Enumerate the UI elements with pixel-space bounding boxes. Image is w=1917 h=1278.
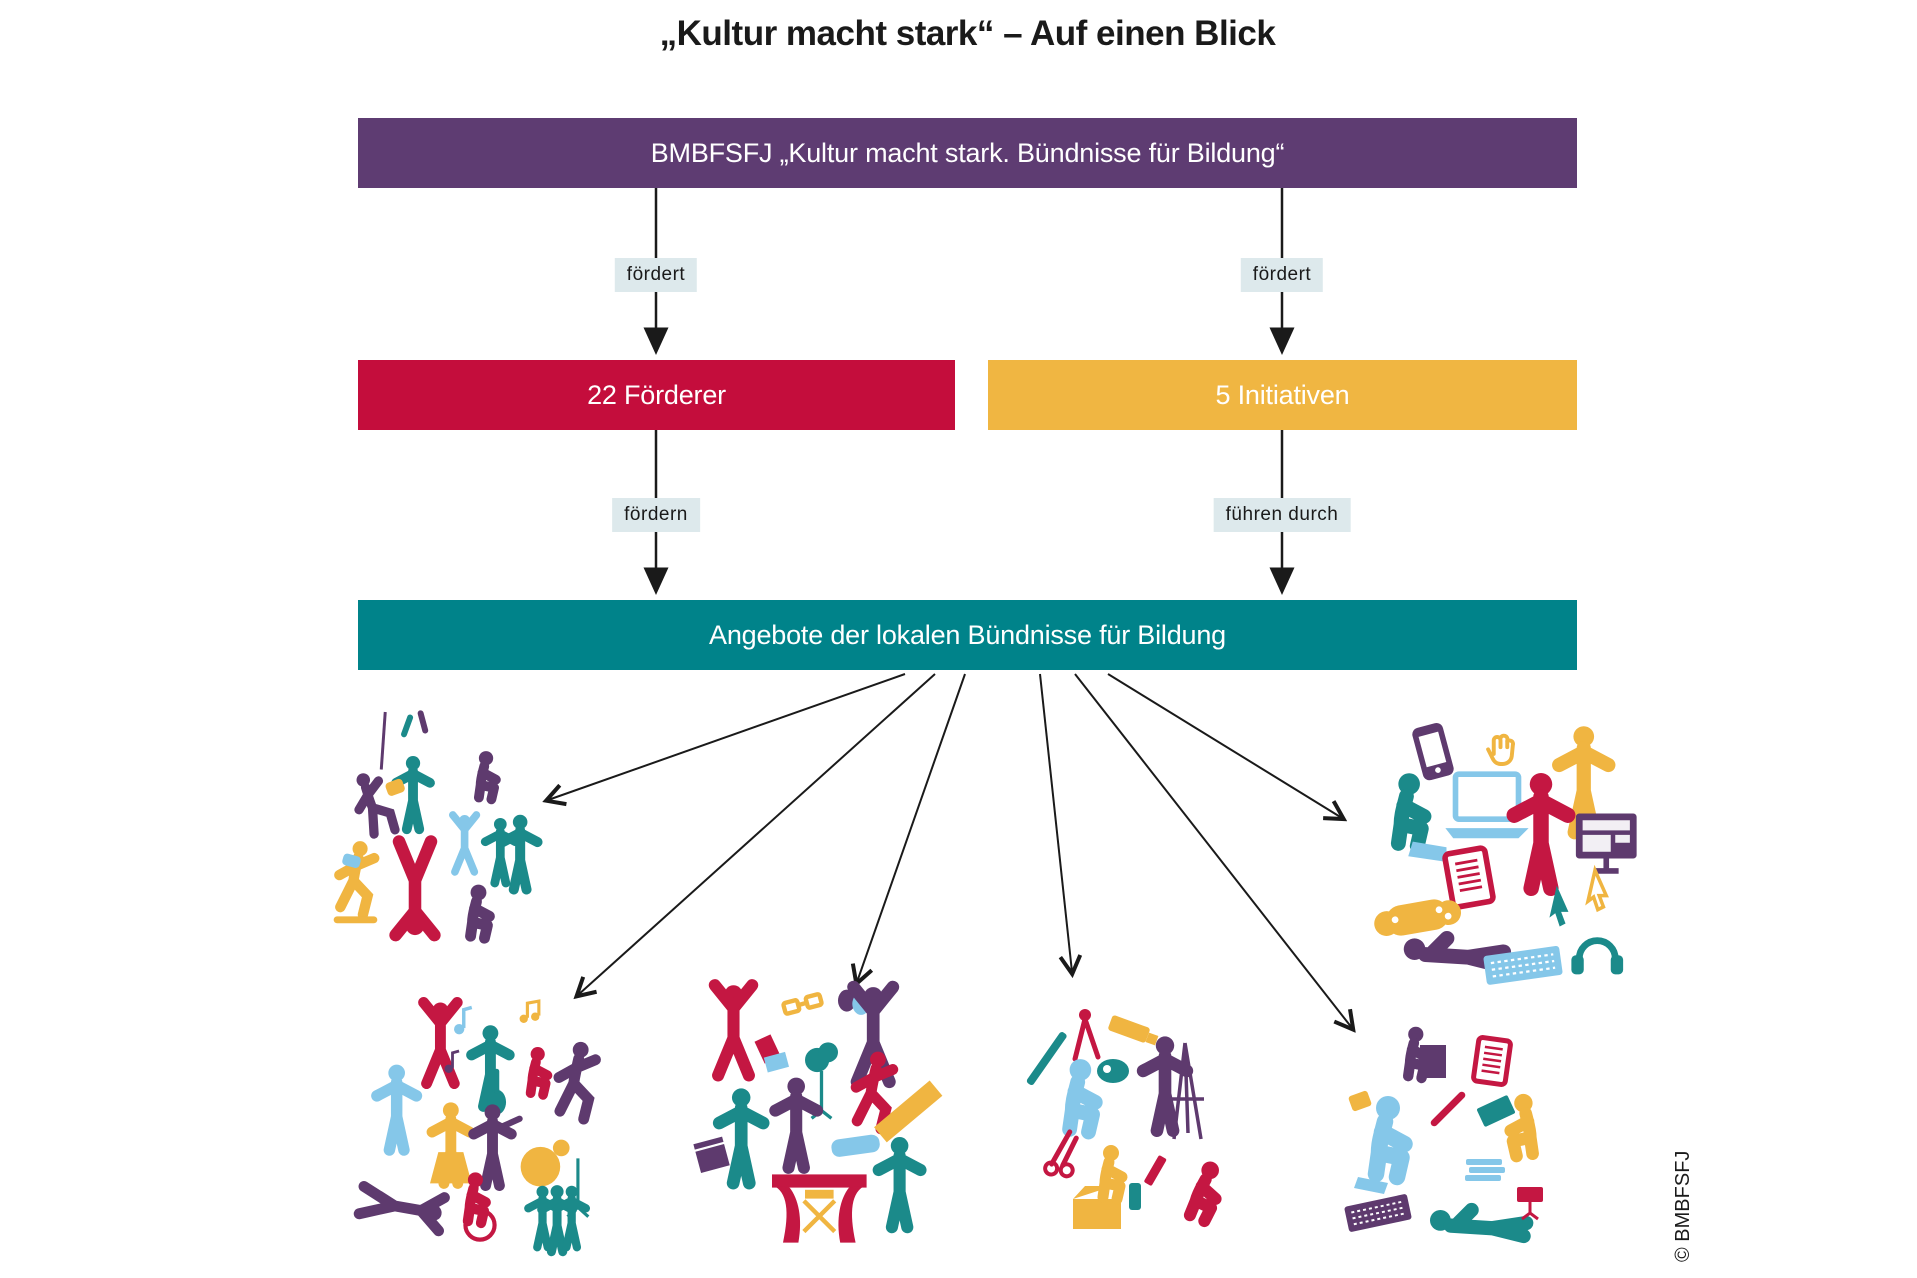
edge-label-foerdert-left: fördert: [614, 258, 698, 292]
node-program-box: BMBFSFJ „Kultur macht stark. Bündnisse f…: [358, 118, 1577, 188]
node-funders-label: 22 Förderer: [587, 379, 726, 410]
copyright-text: © BMBFSFJ: [1672, 1150, 1694, 1262]
theatre-film-illustration: [670, 972, 943, 1247]
node-initiatives-label: 5 Initiativen: [1215, 379, 1350, 410]
node-offers-box: Angebote der lokalen Bündnisse für Bildu…: [358, 600, 1577, 670]
edge-label-foerdern: fördern: [612, 498, 700, 532]
node-offers-label: Angebote der lokalen Bündnisse für Bildu…: [709, 619, 1226, 650]
node-funders-box: 22 Förderer: [358, 360, 955, 430]
page-title: „Kultur macht stark“ – Auf einen Blick: [659, 14, 1276, 53]
digital-media-illustration: [1370, 702, 1640, 997]
node-program-label: BMBFSFJ „Kultur macht stark. Bündnisse f…: [650, 137, 1285, 168]
node-initiatives-box: 5 Initiativen: [988, 360, 1577, 430]
edge-label-foerdert-right: fördert: [1240, 258, 1324, 292]
circus-acrobatics-illustration: [280, 710, 550, 960]
music-illustration: [355, 988, 605, 1260]
reading-literature-illustration: [1320, 1008, 1560, 1260]
arts-crafts-illustration: [1015, 1002, 1255, 1254]
edge-label-fuehren-durch: führen durch: [1213, 498, 1351, 532]
